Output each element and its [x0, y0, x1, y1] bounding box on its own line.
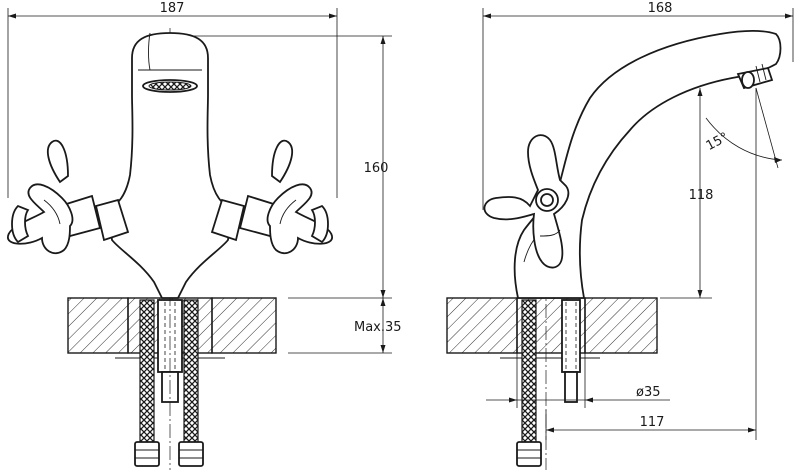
side-faucet-body	[513, 30, 782, 299]
front-right-valve-handle	[210, 139, 333, 255]
front-max-thickness-dimension: Max.35	[288, 298, 402, 354]
front-view: 187 160 Max.35	[7, 1, 402, 470]
side-supply-hose	[516, 299, 581, 467]
side-angle-label: 15°	[704, 130, 731, 154]
front-supply-hoses	[134, 299, 204, 467]
side-length-dimension: 168	[482, 1, 794, 210]
front-faucet-body	[107, 32, 233, 299]
side-reach-label: 117	[640, 415, 665, 430]
side-height-dimension: 118	[660, 88, 714, 299]
side-hole-diameter-dimension: ø35	[486, 353, 670, 408]
front-height-label: 160	[364, 161, 389, 176]
side-hole-diameter-label: ø35	[636, 385, 661, 400]
side-angle-dimension: 15°	[704, 87, 783, 169]
front-max-thickness-label: Max.35	[354, 320, 402, 335]
side-view: 168 118 15°	[446, 1, 794, 470]
side-countertop	[446, 297, 658, 359]
side-valve-handle	[483, 134, 570, 269]
front-width-label: 187	[160, 1, 185, 16]
side-length-label: 168	[648, 1, 673, 16]
front-height-dimension: 160	[185, 35, 392, 299]
side-height-label: 118	[689, 188, 714, 203]
front-left-valve-handle	[7, 139, 130, 255]
front-width-dimension: 187	[7, 1, 338, 198]
